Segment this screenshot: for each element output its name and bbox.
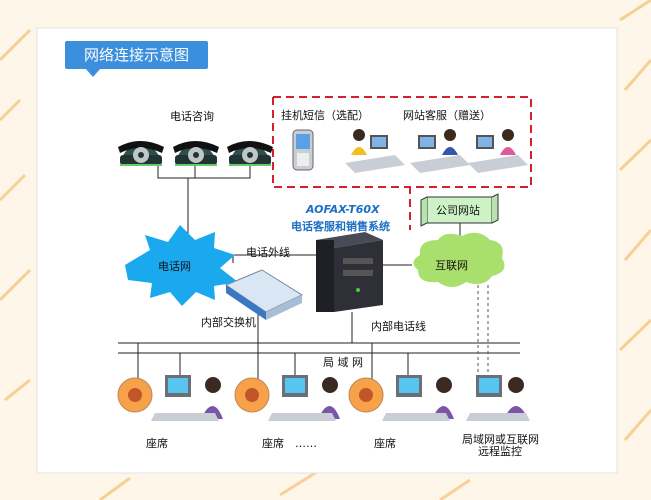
ellipsis-label: …… <box>295 437 317 450</box>
remote-label-line2: 远程监控 <box>478 445 522 458</box>
seat-label-3: 座席 <box>374 437 396 450</box>
remote-monitor-icon <box>466 375 530 421</box>
remote-label-line1: 局域网或互联网 <box>462 433 539 446</box>
phone-icon <box>118 141 164 166</box>
internet-label: 互联网 <box>435 259 468 272</box>
seat-agent-icon <box>348 375 454 421</box>
pbx-label: 内部交换机 <box>201 316 256 329</box>
company-site-scroll <box>420 193 499 227</box>
outside-line-label: 电话外线 <box>246 246 290 259</box>
agent-desk-icon <box>468 129 528 173</box>
agent-desk-icon <box>345 129 405 173</box>
product-name: 电话客服和销售系统 <box>291 220 390 233</box>
phone-icon <box>173 141 219 166</box>
internal-line-label: 内部电话线 <box>371 320 426 333</box>
page-title: 网络连接示意图 <box>65 41 208 69</box>
company-site-label: 公司网站 <box>436 204 480 217</box>
agent-desk-icon <box>410 129 470 173</box>
sms-label: 挂机短信（选配） <box>281 109 369 122</box>
seat-label-2: 座席 <box>262 437 284 450</box>
phone-consult-label: 电话咨询 <box>170 110 214 123</box>
pbx-switch-icon <box>224 269 304 320</box>
seat-agent-icon <box>234 375 340 421</box>
title-pointer <box>85 68 101 77</box>
phone-icon <box>227 141 273 166</box>
lan-label: 局 域 网 <box>323 356 363 369</box>
mobile-phone-icon <box>292 129 314 171</box>
seat-label-1: 座席 <box>146 437 168 450</box>
seat-agent-icon <box>117 375 223 421</box>
internet-cloud <box>413 232 505 287</box>
telecom-network-label: 电话网 <box>158 260 191 273</box>
product-model: AOFAX-T60X <box>306 203 380 216</box>
dashed-frame <box>273 96 532 230</box>
telecom-burst <box>125 225 238 306</box>
web-service-label: 网站客服（赠送） <box>403 109 491 122</box>
server-icon <box>316 232 383 312</box>
